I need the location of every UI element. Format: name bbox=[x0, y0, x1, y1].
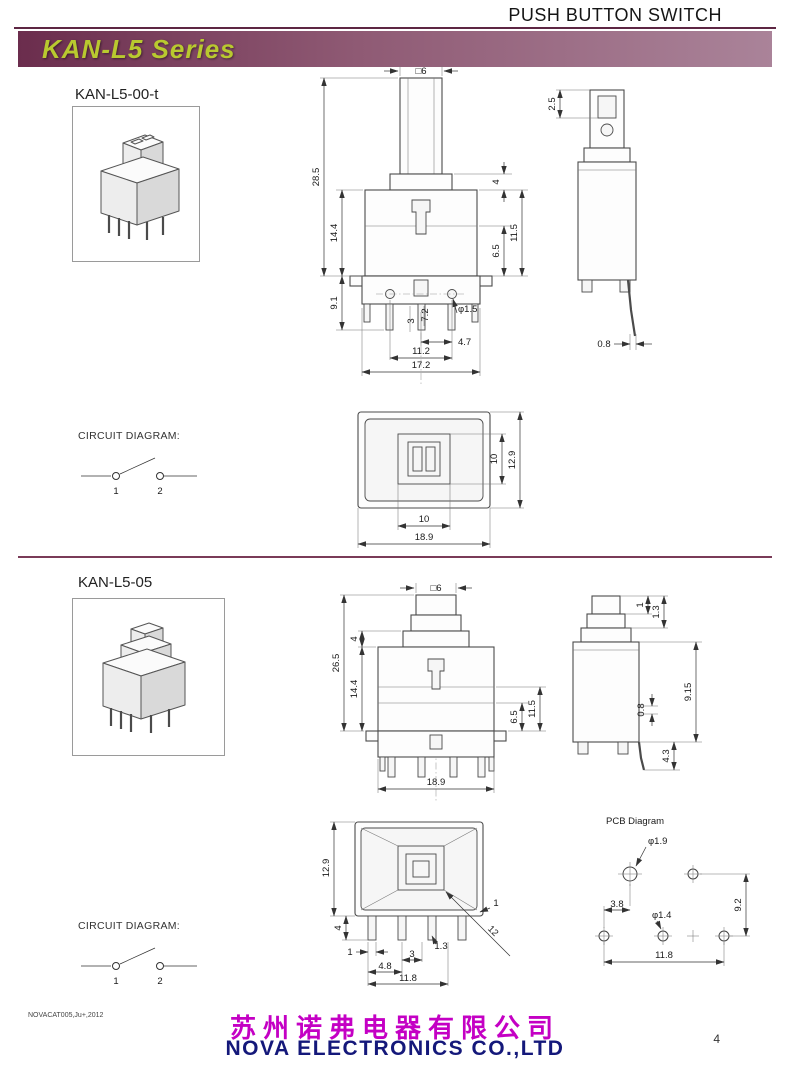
s2-side-dimension-lines bbox=[620, 595, 702, 771]
series-banner: KAN-L5 Series bbox=[18, 31, 772, 67]
s1-dim-right-span-a: 11.5 bbox=[509, 224, 520, 242]
s2-dim-height: 12.9 bbox=[321, 859, 332, 878]
s2-bottom-view: 12.9 4 1 3 4.8 11.8 1.3 12 1 bbox=[321, 821, 511, 987]
s1-dim-total-height: 28.5 bbox=[311, 168, 322, 187]
s1-dim-hole-dia: φ1.5 bbox=[458, 304, 477, 315]
s2-front-dimension-lines bbox=[340, 583, 546, 793]
s2-dim-body-height: 14.4 bbox=[349, 680, 360, 699]
pcb-diagram-title: PCB Diagram bbox=[606, 816, 664, 827]
s2-dim-pin-length: 4 bbox=[333, 925, 344, 930]
s1-bottom-view: 10 12.9 10 18.9 bbox=[357, 411, 524, 548]
s2-side-part bbox=[572, 595, 646, 771]
s1-dim-pin-offset: 3 bbox=[406, 318, 417, 323]
s1-terminal-1-label: 1 bbox=[113, 486, 118, 497]
pcb-dim-pitch-y: 9.2 bbox=[733, 898, 744, 911]
section-divider bbox=[18, 556, 772, 558]
s1-terminal-2-label: 2 bbox=[157, 486, 162, 497]
company-name-english: NOVA ELECTRONICS CO.,LTD bbox=[225, 1037, 565, 1060]
s2-dim-pin-a: 4.8 bbox=[378, 961, 391, 972]
s1-dim-pin-thickness: 0.8 bbox=[597, 339, 610, 350]
s2-circuit-label: CIRCUIT DIAGRAM: bbox=[78, 920, 181, 932]
s2-terminal-1-label: 1 bbox=[113, 976, 118, 987]
s1-circuit-diagram: 1 2 bbox=[81, 457, 197, 497]
s1-dim-body-height: 14.4 bbox=[329, 224, 340, 243]
s2-dim-right-c: 4.3 bbox=[661, 749, 672, 762]
s1-circuit-label: CIRCUIT DIAGRAM: bbox=[78, 430, 181, 442]
s1-dim-top-square: □6 bbox=[415, 66, 426, 77]
s1-dim-inner-height: 10 bbox=[489, 454, 500, 465]
s2-dim-pin-width: 1 bbox=[347, 947, 352, 958]
pcb-dim-pitch-x: 11.8 bbox=[655, 950, 673, 961]
s1-front-view: □6 28.5 14.4 9.1 4 11.5 6.5 3 7.2 φ1.5 4… bbox=[311, 66, 528, 384]
s1-model-label: KAN-L5-00-t bbox=[75, 86, 159, 103]
s2-dim-total-height: 26.5 bbox=[331, 654, 342, 673]
s2-dim-right-span-b: 6.5 bbox=[509, 710, 520, 723]
s2-dim-right-b: 9.15 bbox=[683, 683, 694, 702]
s2-dim-base-width: 18.9 bbox=[427, 777, 446, 788]
s1-dim-hole-span: 11.2 bbox=[412, 346, 430, 357]
s1-circuit-schematic bbox=[81, 457, 197, 480]
s2-circuit-schematic bbox=[81, 947, 197, 970]
page-title: PUSH BUTTON SWITCH bbox=[508, 5, 722, 25]
s2-dim-pin-span: 11.8 bbox=[399, 973, 417, 984]
s2-dim-right-a: 0.8 bbox=[636, 703, 647, 716]
s2-dim-top-square: □6 bbox=[430, 583, 441, 594]
s1-bottom-part bbox=[357, 411, 491, 509]
s2-pcb-diagram: PCB Diagram φ1.9 3.8 φ1.4 9.2 bbox=[595, 816, 750, 966]
s2-dim-right-span-a: 11.5 bbox=[527, 700, 538, 718]
s2-circuit-diagram: 1 2 bbox=[81, 947, 197, 987]
s2-isometric-drawing bbox=[102, 622, 186, 733]
s2-dim-pin-c: 1.3 bbox=[434, 941, 447, 952]
s1-dim-width: 18.9 bbox=[415, 532, 434, 543]
pcb-dim-pitch-a: 3.8 bbox=[610, 899, 623, 910]
s2-dim-collar-height: 4 bbox=[349, 636, 360, 641]
s2-bottom-dimension-lines bbox=[330, 821, 511, 987]
header-divider bbox=[14, 27, 776, 29]
s1-dim-right-span-b: 6.5 bbox=[491, 244, 502, 257]
company-name-chinese: 苏州诺弗电器有限公司 bbox=[229, 1013, 560, 1043]
s2-isometric-box bbox=[72, 598, 225, 756]
s1-isometric-box bbox=[72, 106, 200, 262]
s2-dim-top-b: 1.3 bbox=[651, 605, 662, 618]
s2-isometric-view bbox=[102, 622, 186, 733]
s2-dim-top-a: 1 bbox=[635, 602, 646, 607]
s1-dim-height: 12.9 bbox=[507, 451, 518, 470]
s1-dim-base-width: 17.2 bbox=[412, 360, 431, 371]
s1-front-part bbox=[349, 77, 493, 384]
s1-dim-top-depth: 2.5 bbox=[547, 97, 558, 110]
s1-bottom-dimension-lines bbox=[357, 411, 524, 548]
s2-dim-pin-b: 3 bbox=[409, 949, 414, 960]
pcb-dim-hole-small: φ1.4 bbox=[652, 910, 671, 921]
s1-side-part bbox=[577, 89, 637, 337]
s1-side-view: 2.5 0.8 bbox=[547, 89, 652, 350]
s2-side-view: 1 1.3 0.8 9.15 4.3 bbox=[572, 595, 702, 771]
s1-dim-hole-offset: 4.7 bbox=[458, 337, 471, 348]
s2-dim-diag: 12 bbox=[485, 924, 500, 939]
s2-front-part bbox=[365, 594, 507, 801]
s1-dim-pin-pitch: 7.2 bbox=[420, 308, 431, 321]
s1-dim-pin-length: 9.1 bbox=[329, 296, 340, 309]
pcb-holes bbox=[595, 862, 733, 945]
pcb-dim-hole-large: φ1.9 bbox=[648, 836, 667, 847]
s2-bottom-part bbox=[354, 821, 484, 941]
s2-dim-edge: 1 bbox=[493, 898, 498, 909]
s1-dim-collar-height: 4 bbox=[491, 179, 502, 184]
series-title: KAN-L5 Series bbox=[42, 33, 236, 64]
s1-isometric-drawing bbox=[100, 134, 180, 240]
s2-model-label: KAN-L5-05 bbox=[78, 574, 153, 591]
s2-terminal-2-label: 2 bbox=[157, 976, 162, 987]
s1-front-dimension-lines bbox=[320, 66, 528, 376]
catalog-code: NOVACAT005,Ju+,2012 bbox=[28, 1012, 104, 1019]
pcb-dimension-lines bbox=[603, 846, 750, 966]
s1-dim-inner-width: 10 bbox=[419, 514, 430, 525]
s1-side-dimension-lines bbox=[556, 89, 652, 350]
page-number: 4 bbox=[713, 1032, 720, 1046]
s2-front-view: □6 26.5 4 14.4 11.5 6.5 18.9 bbox=[331, 583, 546, 801]
s1-isometric-view bbox=[100, 134, 180, 240]
